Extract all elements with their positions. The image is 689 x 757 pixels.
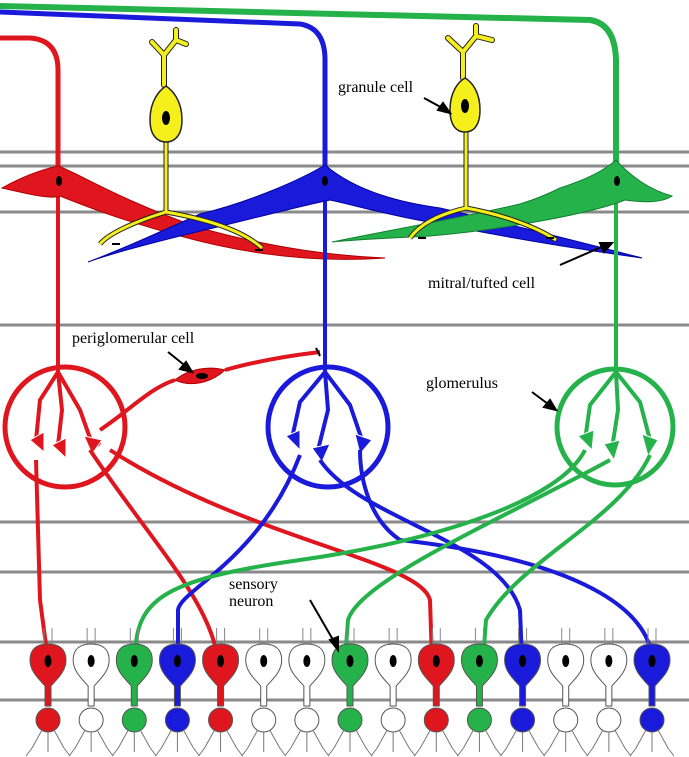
sensory-neuron-white (68, 628, 114, 757)
sensory-axons (34, 448, 654, 661)
sensory-neuron-green (457, 628, 502, 757)
red-projection-axon (0, 35, 61, 181)
label-arrows (167, 97, 615, 653)
sensory-neuron-row (25, 628, 675, 757)
sensory-neuron-white (284, 628, 330, 757)
green-projection-axon (0, 3, 619, 175)
sensory-arrow (309, 599, 337, 646)
axon-red-1 (34, 459, 50, 661)
axon-green-1 (133, 449, 587, 661)
axon-red-3 (108, 448, 434, 661)
granule-cell-right (407, 23, 558, 243)
sensory-neuron-blue (155, 628, 200, 757)
sensory-neuron-red (198, 628, 243, 757)
axon-blue-2 (318, 458, 524, 661)
granule-cell-label: granule cell (338, 79, 414, 96)
blue-projection-axon (0, 9, 328, 175)
granule-cell-left (98, 27, 264, 251)
sensory-neuron-blue (629, 628, 675, 757)
sensory-neuron-white (586, 628, 632, 757)
sensory-neuron-label-line2: neuron (229, 593, 273, 610)
sensory-neuron-red (413, 628, 459, 757)
sensory-neuron-blue (500, 628, 545, 757)
sensory-neuron-green (327, 628, 373, 757)
projection-axons (0, 3, 619, 181)
sensory-neuron-white (241, 628, 287, 757)
axon-green-3 (481, 454, 652, 661)
glomerulus-blue (265, 364, 391, 490)
axon-blue-3 (358, 449, 654, 661)
axon-green-2 (343, 458, 611, 661)
mitral-cell-green (331, 159, 674, 372)
mitral-cell-red (0, 165, 386, 372)
periglomerular-cell (98, 347, 321, 432)
glomerulus-green (554, 366, 676, 488)
glomerulus-label: glomerulus (426, 375, 498, 392)
glomerulus-red (2, 364, 128, 490)
sensory-neuron-green (111, 628, 157, 757)
sensory-neuron-white (370, 628, 416, 757)
sensory-neuron-label-line1: sensory (229, 576, 278, 593)
axon-red-2 (88, 448, 220, 661)
mitral-arrow (559, 244, 607, 266)
axon-blue-1 (176, 454, 302, 660)
periglomerular-cell-label: periglomerular cell (72, 330, 195, 347)
sensory-neuron-white (543, 628, 589, 757)
sensory-neuron-red (25, 628, 71, 757)
mitral-tufted-cell-label: mitral/tufted cell (428, 275, 536, 292)
